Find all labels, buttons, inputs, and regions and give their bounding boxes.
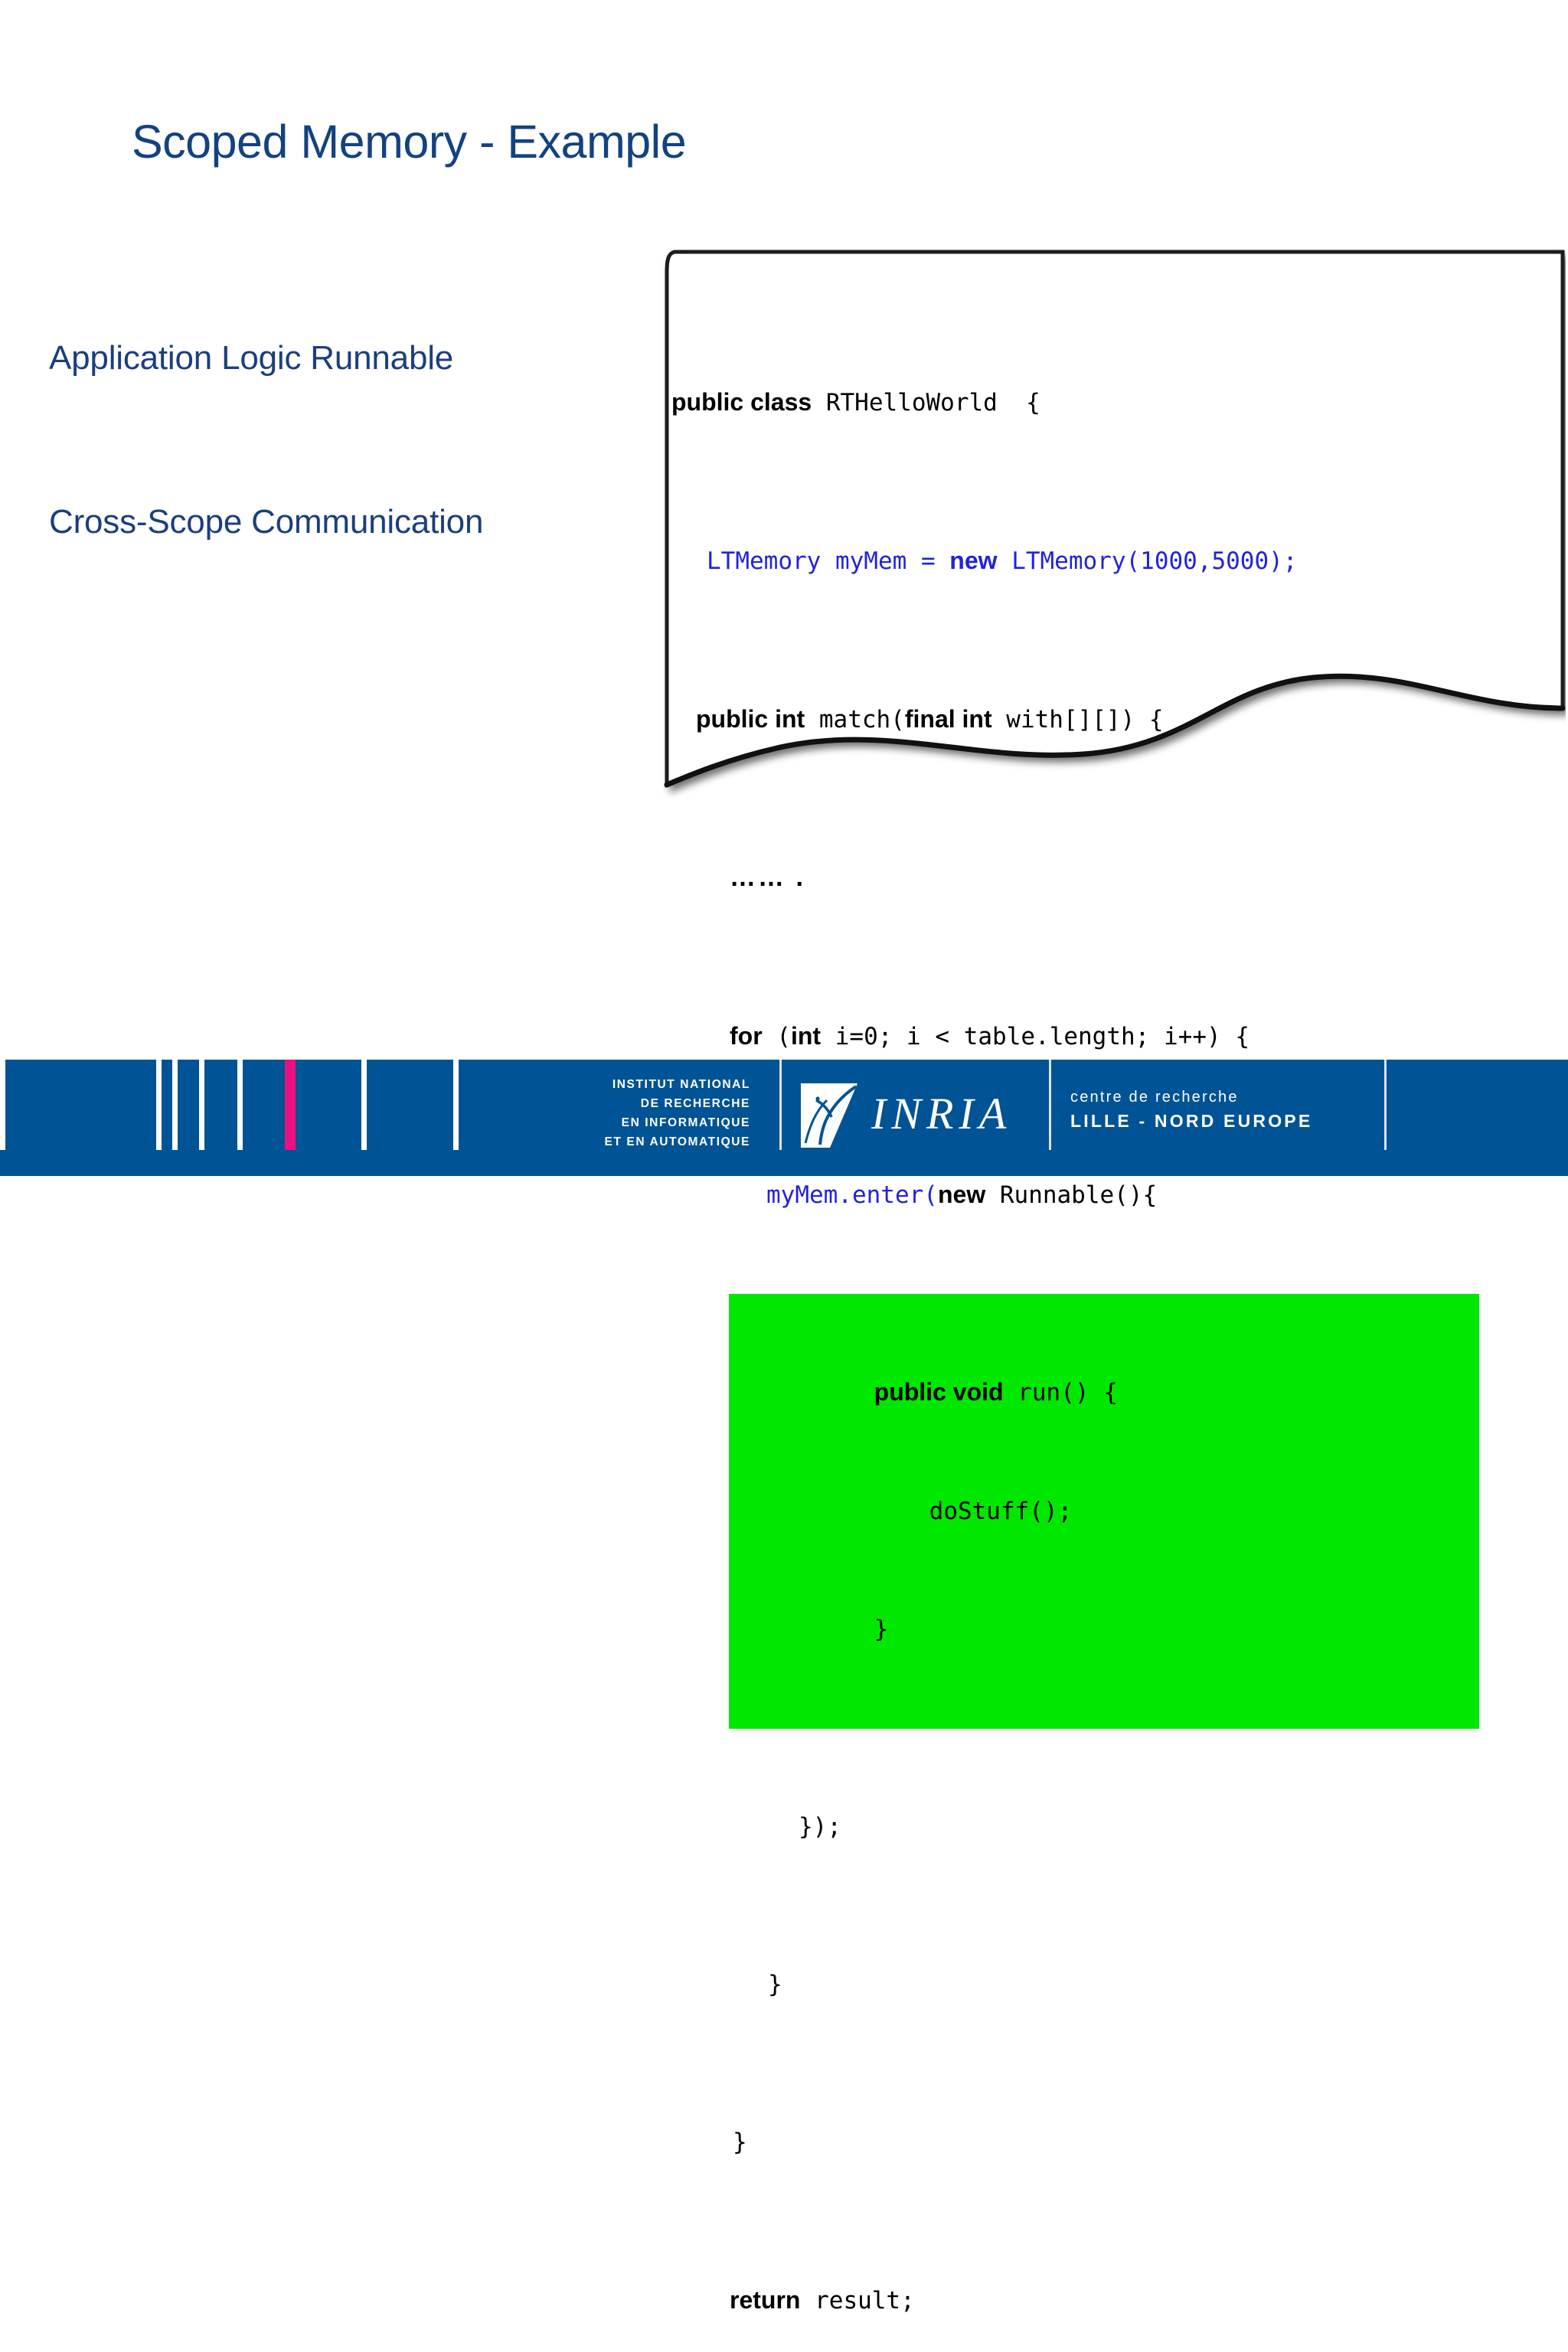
institute-line-2: DE RECHERCHE bbox=[640, 1097, 750, 1110]
footer-separator-1 bbox=[779, 1060, 782, 1150]
code-text-close-for: } bbox=[768, 1970, 782, 1998]
code-text-runnable: Runnable(){ bbox=[985, 1181, 1158, 1209]
code-text-open-paren: ( bbox=[762, 1022, 791, 1050]
code-keyword-new-2: new bbox=[937, 1180, 986, 1208]
code-keyword-return: return bbox=[730, 2285, 801, 2314]
code-keyword-public-class: public class bbox=[671, 387, 812, 416]
footer-stripe-5 bbox=[361, 1060, 367, 1150]
annotation-application-logic: Application Logic Runnable bbox=[49, 339, 454, 377]
code-text-for-condition: i=0; i < table.length; i++) { bbox=[821, 1022, 1250, 1050]
code-line-1: public class RTHelloWorld { bbox=[671, 383, 1560, 423]
code-line-5: for (int i=0; i < table.length; i++) { bbox=[671, 1017, 1560, 1057]
code-text-ltmemory-ctor: LTMemory(1000,5000); bbox=[997, 547, 1298, 575]
code-text-close-run: } bbox=[874, 1615, 889, 1643]
centre-block: centre de recherche LILLE - NORD EUROPE bbox=[1070, 1086, 1312, 1133]
centre-label: centre de recherche bbox=[1070, 1089, 1239, 1106]
code-line-8: doStuff(); bbox=[728, 1491, 1479, 1531]
code-text-match: match( bbox=[805, 705, 905, 733]
page-title: Scoped Memory - Example bbox=[132, 116, 687, 168]
code-line-13: return result; bbox=[671, 2281, 1560, 2321]
code-text-close-enter: }); bbox=[799, 1812, 841, 1841]
footer-bar bbox=[0, 1057, 1568, 1176]
torn-paper-shape bbox=[664, 250, 1566, 788]
code-line-4: …… . bbox=[671, 858, 1560, 899]
code-text-dostuff: doStuff(); bbox=[929, 1497, 1073, 1525]
footer-stripe-2 bbox=[172, 1060, 178, 1150]
code-text-params: with[][]) { bbox=[991, 705, 1164, 733]
code-text-ellipsis: …… . bbox=[730, 862, 805, 892]
footer-stripe-3 bbox=[199, 1060, 204, 1150]
code-line-6: myMem.enter(new Runnable(){ bbox=[671, 1175, 1560, 1216]
code-text-run: run() { bbox=[1003, 1379, 1118, 1406]
code-line-12: } bbox=[671, 2123, 1560, 2163]
code-line-3: public int match(final int with[][]) { bbox=[671, 700, 1560, 740]
code-text-result: result; bbox=[800, 2286, 915, 2314]
code-keyword-final-int: final int bbox=[904, 704, 992, 733]
code-text-close-method-inner: } bbox=[733, 2128, 747, 2156]
code-line-11: } bbox=[671, 1965, 1560, 2005]
footer-stripe-1 bbox=[156, 1060, 162, 1150]
inria-wordmark: INRIA bbox=[871, 1089, 1012, 1138]
code-text-ltmemory-decl: LTMemory myMem bbox=[707, 547, 907, 575]
code-line-2: LTMemory myMem = new LTMemory(1000,5000)… bbox=[671, 541, 1560, 582]
code-highlight-run-method: public void run() { doStuff(); } bbox=[728, 1294, 1479, 1729]
centre-name: LILLE - NORD EUROPE bbox=[1070, 1111, 1313, 1131]
code-listing: public class RTHelloWorld { LTMemory myM… bbox=[671, 264, 1560, 2314]
inria-bird-logo-icon bbox=[801, 1083, 858, 1148]
footer-stripe-4 bbox=[237, 1060, 243, 1150]
footer-top-rule bbox=[0, 1057, 1568, 1060]
annotation-cross-scope: Cross-Scope Communication bbox=[49, 503, 484, 541]
institute-line-3: EN INFORMATIQUE bbox=[621, 1116, 750, 1129]
footer-separator-2 bbox=[1049, 1060, 1051, 1150]
code-keyword-public-void: public void bbox=[874, 1378, 1004, 1406]
footer-stripe-accent bbox=[285, 1060, 296, 1150]
footer-stripe-6 bbox=[453, 1060, 459, 1150]
code-line-7: public void run() { bbox=[728, 1373, 1424, 1413]
institute-name-block: INSTITUT NATIONAL DE RECHERCHE EN INFORM… bbox=[590, 1075, 750, 1152]
code-keyword-new-1: new bbox=[949, 546, 998, 574]
code-keyword-for: for bbox=[730, 1021, 763, 1050]
code-line-9: } bbox=[728, 1610, 1424, 1650]
footer-separator-3 bbox=[1384, 1060, 1387, 1150]
code-keyword-int: int bbox=[790, 1021, 822, 1050]
institute-line-1: INSTITUT NATIONAL bbox=[612, 1078, 750, 1091]
code-text-classname: RTHelloWorld { bbox=[812, 388, 1040, 416]
code-keyword-public-int: public int bbox=[696, 704, 805, 733]
code-line-10: }); bbox=[671, 1808, 1560, 1847]
code-text-equals: = bbox=[906, 547, 950, 575]
institute-line-4: ET EN AUTOMATIQUE bbox=[604, 1135, 750, 1148]
code-text-mymem-enter: myMem.enter( bbox=[766, 1181, 938, 1209]
code-panel: public class RTHelloWorld { LTMemory myM… bbox=[655, 249, 1566, 2314]
